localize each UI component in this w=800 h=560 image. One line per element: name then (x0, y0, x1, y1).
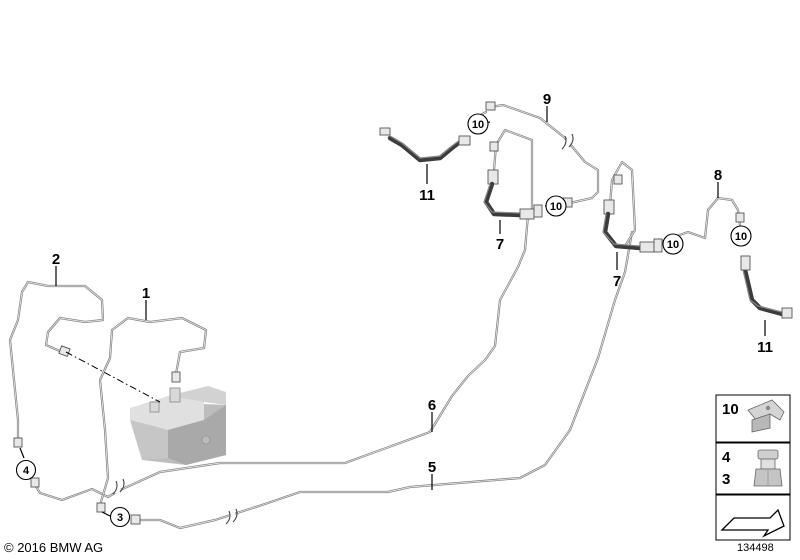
catalog-arrow-icon (720, 508, 785, 538)
svg-text:4: 4 (23, 465, 30, 477)
pipe-break-marks (112, 133, 574, 525)
callout-2: 2 (52, 251, 60, 268)
circled-callout-4: 4 (15, 459, 37, 481)
brake-hose-7-middle (483, 181, 543, 220)
callout-1: 1 (142, 285, 150, 302)
callout-7-right: 7 (613, 273, 621, 290)
svg-text:10: 10 (735, 231, 747, 243)
copyright-text: © 2016 BMW AG (4, 540, 104, 555)
circled-callouts: 4 3 10 10 10 10 (15, 113, 752, 528)
circled-callout-10-top: 10 (467, 113, 489, 135)
part-callouts: 2 1 6 5 7 7 8 9 11 11 (52, 91, 773, 476)
legend-panel: 10 4 3 (715, 394, 791, 541)
circled-callout-10-right: 10 (662, 233, 684, 255)
brake-pipe-7a-connector (487, 128, 534, 217)
legend-nut-label-4: 4 (722, 449, 731, 466)
nut-icon (753, 449, 783, 487)
callout-8: 8 (714, 167, 722, 184)
svg-text:10: 10 (667, 239, 679, 251)
brake-pipe-8 (658, 196, 745, 244)
circled-callout-3: 3 (109, 506, 131, 528)
svg-text:3: 3 (117, 512, 123, 524)
svg-text:10: 10 (550, 201, 562, 213)
brake-hose-11-right (740, 255, 793, 319)
callout-11-right: 11 (757, 339, 773, 356)
alignment-line (65, 351, 161, 403)
clip-icon (747, 399, 785, 433)
brake-pipe-1 (96, 316, 208, 513)
leader-lines (19, 106, 766, 517)
svg-text:10: 10 (472, 119, 484, 131)
callout-6: 6 (428, 397, 436, 414)
legend-clip-label: 10 (722, 401, 739, 418)
abs-hydraulic-unit (130, 386, 226, 465)
legend-nut-label-3: 3 (722, 471, 730, 488)
callout-7-middle: 7 (496, 236, 504, 253)
brake-pipe-7b-connector (603, 160, 637, 248)
circled-callout-10-middle: 10 (545, 195, 567, 217)
callout-5: 5 (428, 459, 436, 476)
brake-pipe-5 (130, 230, 634, 530)
brake-hose-11-top (379, 127, 471, 163)
brake-pipe-6 (116, 213, 530, 493)
callout-9: 9 (543, 91, 551, 108)
brake-pipe-2 (8, 280, 120, 502)
callout-11-top: 11 (419, 187, 435, 204)
circled-callout-10-far-right: 10 (730, 225, 752, 247)
image-number: 134498 (737, 542, 774, 554)
brake-hose-7-right (602, 211, 663, 253)
